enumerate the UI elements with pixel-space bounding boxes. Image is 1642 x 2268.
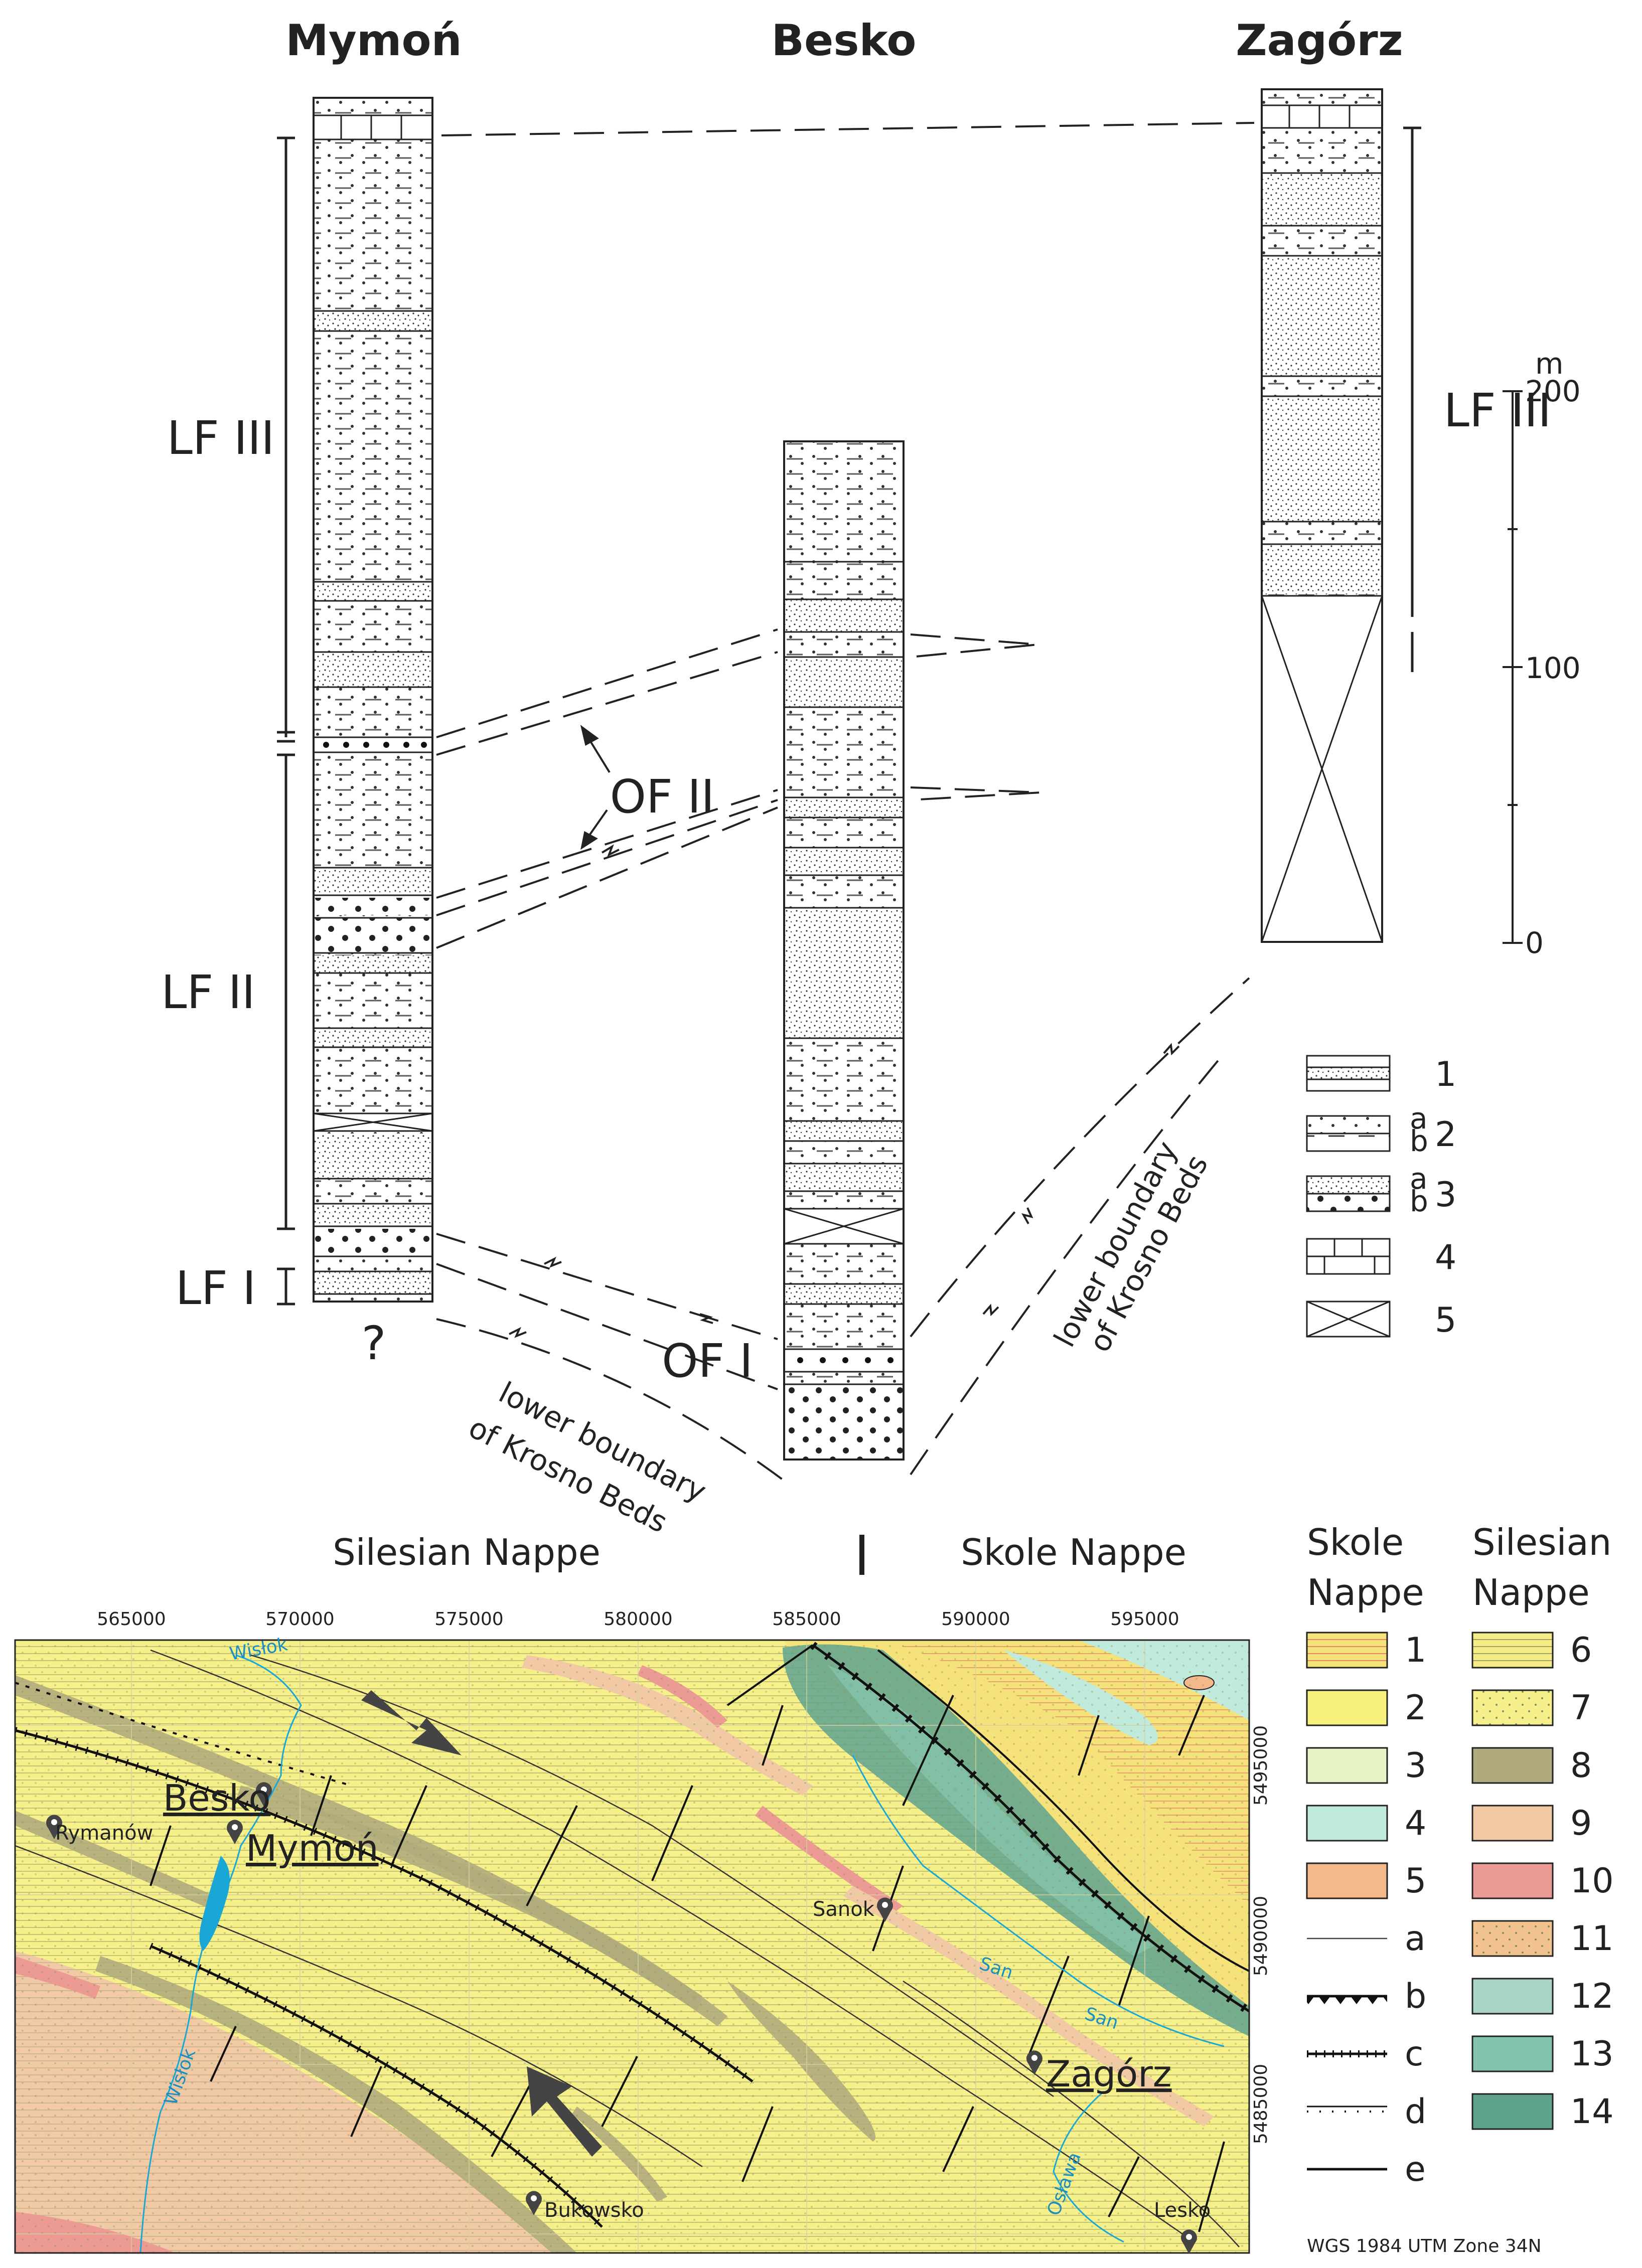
legend-label-1: 1 [1435, 1055, 1456, 1094]
map-pin-icon [1026, 2050, 1042, 2075]
map-legend-5: 5 [1405, 1861, 1426, 1901]
column-title-mymon: Mymoń [285, 16, 462, 66]
column-title-besko: Besko [771, 16, 916, 66]
label-of2: OF II [610, 770, 715, 824]
place-sanok: Sanok [813, 1898, 875, 1921]
map-legend-11: 11 [1570, 1919, 1614, 1959]
x-coord: 585000 [772, 1609, 841, 1630]
map-legend-10: 10 [1570, 1861, 1614, 1901]
place-lesko: Lesko [1154, 2199, 1211, 2222]
map-x-coordinates: 565000 570000 575000 580000 585000 59000… [97, 1609, 1179, 1630]
map-legend-1: 1 [1405, 1631, 1426, 1670]
scale-tick-0: 0 [1525, 926, 1544, 960]
map-legend-d: d [1405, 2092, 1426, 2132]
legend-title-silesian-2: Nappe [1472, 1571, 1590, 1613]
correlation-lines [436, 122, 1255, 1481]
map-pin-icon [526, 2191, 542, 2215]
zagorz-lf-bracket [1403, 126, 1421, 672]
map-legend-4: 4 [1405, 1804, 1426, 1843]
mymon-lf-brackets [277, 136, 295, 1306]
place-zagorz: Zagórz [1046, 2053, 1172, 2095]
x-coord: 565000 [97, 1609, 166, 1630]
column-title-zagorz: Zagórz [1236, 16, 1403, 66]
y-coord: 5485000 [1251, 2064, 1271, 2144]
map-frame [14, 1639, 1250, 2254]
map-projection: WGS 1984 UTM Zone 34N [1307, 2236, 1542, 2256]
x-coord: 590000 [941, 1609, 1010, 1630]
map-legend-13: 13 [1570, 2034, 1614, 2074]
map-legend-6: 6 [1570, 1631, 1592, 1670]
column-zagorz [1261, 88, 1383, 943]
legend-sub-b-2: b [1410, 1124, 1428, 1158]
x-coord: 570000 [265, 1609, 334, 1630]
legend-label-4: 4 [1435, 1238, 1456, 1277]
map-pin-icon [46, 1815, 62, 1839]
legend-sub-a-2: a [1410, 1101, 1428, 1136]
geological-map [15, 1640, 1249, 2253]
map-legend-b: b [1405, 1977, 1426, 2016]
map-pin-icon [255, 1782, 272, 1807]
map-pin-icon [227, 1820, 243, 1844]
label-lf2: LF II [161, 965, 255, 1019]
scale-unit: m [1535, 347, 1564, 381]
map-legend-14: 14 [1570, 2092, 1614, 2132]
map-legend-9: 9 [1570, 1804, 1592, 1843]
map-legend: Skole Nappe Silesian Nappe [1306, 1521, 1614, 2189]
lithology-legend: 1 a b 2 a b 3 4 5 [1306, 1055, 1456, 1340]
legend-title-silesian-1: Silesian [1472, 1521, 1611, 1563]
column-besko [783, 440, 905, 1461]
of2-arrows [580, 725, 611, 850]
map-legend-a: a [1405, 1919, 1426, 1959]
x-coord: 575000 [434, 1609, 503, 1630]
place-mymon: Mymoń [246, 1827, 379, 1869]
legend-title-skole-2: Nappe [1307, 1571, 1424, 1613]
legend-sub-a-3: a [1410, 1162, 1428, 1196]
label-lf3-left: LF III [167, 411, 275, 465]
map-legend-2: 2 [1405, 1688, 1426, 1728]
fault-arrows [509, 844, 1180, 1338]
legend-title-skole-1: Skole [1307, 1521, 1404, 1563]
x-coord: 580000 [604, 1609, 672, 1630]
scale-bar [1503, 390, 1523, 944]
legend-label-2: 2 [1435, 1115, 1456, 1155]
label-of1: OF I [662, 1334, 753, 1388]
legend-label-5: 5 [1435, 1301, 1456, 1340]
place-rymanow: Rymanów [55, 1822, 153, 1845]
map-legend-3: 3 [1405, 1746, 1426, 1786]
place-bukowsko: Bukowsko [544, 2199, 644, 2222]
scale-tick-200: 200 [1525, 374, 1581, 408]
label-question: ? [362, 1317, 386, 1370]
scale-tick-100: 100 [1525, 651, 1581, 685]
map-y-coordinates: 5495000 5490000 5485000 [1251, 1725, 1271, 2144]
y-coord: 5495000 [1251, 1725, 1271, 1806]
map-label-silesian-nappe: Silesian Nappe [333, 1531, 601, 1573]
place-besko: Besko [163, 1777, 270, 1819]
label-lf1: LF I [176, 1261, 256, 1315]
y-coord: 5490000 [1251, 1896, 1271, 1976]
map-legend-c: c [1405, 2034, 1423, 2074]
legend-sub-b-3: b [1410, 1184, 1428, 1218]
map-legend-8: 8 [1570, 1746, 1592, 1786]
map-places: Rymanów Besko Mymoń Sanok Zagórz Bukowsk… [46, 1777, 1211, 2254]
map-pin-icon [1181, 2229, 1197, 2254]
label-lf3-right: LF III [1444, 384, 1552, 437]
column-mymon [313, 97, 433, 1303]
x-coord: 595000 [1110, 1609, 1179, 1630]
map-pin-icon [877, 1897, 893, 1922]
map-legend-e: e [1405, 2150, 1426, 2189]
legend-label-3: 3 [1435, 1175, 1456, 1215]
map-legend-7: 7 [1570, 1688, 1592, 1728]
map-label-skole-nappe: Skole Nappe [961, 1531, 1186, 1573]
map-legend-12: 12 [1570, 1977, 1614, 2016]
